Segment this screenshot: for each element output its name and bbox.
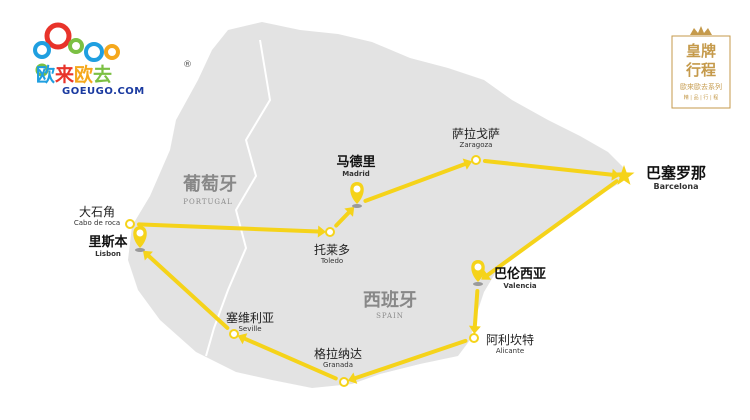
route-line: [136, 158, 621, 384]
route-segment: [242, 336, 338, 381]
route-segment: [482, 158, 615, 177]
map-pin-icon: [471, 260, 485, 282]
city-label-toledo: 托莱多 Toledo: [313, 243, 351, 265]
city-marker-madrid[interactable]: [350, 182, 364, 208]
route-arrow-head-icon: [462, 158, 473, 170]
dot-marker-icon: [471, 155, 481, 165]
badge-subtitle: 精 | 品 | 行 | 程: [683, 95, 719, 101]
city-marker-valencia[interactable]: [471, 260, 485, 286]
city-label-valencia: 巴伦西亚 Valencia: [493, 267, 547, 290]
map-pin-icon: [350, 182, 364, 204]
route-arrow-head-icon: [344, 206, 355, 217]
city-marker-granada[interactable]: [339, 377, 349, 387]
country-label-portugal: 葡萄牙: [183, 174, 237, 195]
route-segment: [485, 179, 619, 277]
crown-icon: [671, 26, 731, 109]
badge-series: 歐來歐去系列: [680, 83, 722, 91]
country-label-portugal-en: PORTUGAL: [183, 198, 233, 206]
route-arrow-head-icon: [347, 372, 358, 384]
route-segment: [363, 162, 467, 203]
logo-char-3: 欧: [74, 64, 94, 86]
pin-hole: [136, 229, 144, 237]
route-arrow-head-icon: [611, 168, 621, 181]
dot-marker-icon: [469, 333, 479, 343]
pin-shadow: [352, 204, 362, 208]
city-markers: [125, 155, 635, 387]
route-arrow-head-icon: [237, 333, 248, 345]
city-marker-zaragoza[interactable]: [471, 155, 481, 165]
route-segment: [136, 222, 321, 234]
city-label-alicante: 阿利坎特 Alicante: [485, 333, 535, 355]
city-label-zaragoza: 萨拉戈萨 Zaragoza: [451, 127, 501, 149]
route-arrow-head-icon: [142, 250, 153, 261]
dot-marker-icon: [229, 329, 239, 339]
route-segment: [334, 210, 351, 228]
route-arrow-head-icon: [468, 325, 481, 335]
city-marker-toledo[interactable]: [325, 227, 335, 237]
city-label-granada: 格拉纳达 Granada: [313, 347, 363, 369]
portugal-spain-border: [205, 39, 272, 357]
star-marker-icon: [613, 165, 635, 185]
city-label-seville: 塞维利亚 Seville: [225, 311, 275, 333]
logo-brand-name: 欧来欧去: [36, 60, 112, 87]
logo-char-4: 去: [93, 64, 113, 86]
logo-rings-icon: [33, 22, 120, 77]
city-marker-barcelona[interactable]: [613, 165, 635, 185]
city-marker-seville[interactable]: [229, 329, 239, 339]
route-segment: [472, 288, 480, 329]
dot-marker-icon: [125, 219, 135, 229]
badge-title-line1: 皇牌: [685, 42, 716, 60]
premium-itinerary-badge: 皇牌 行程 歐來歐去系列 精 | 品 | 行 | 程: [668, 26, 734, 110]
route-segment: [146, 254, 230, 330]
country-label-spain-en: SPAIN: [376, 312, 404, 320]
dot-marker-icon: [325, 227, 335, 237]
pin-shadow: [135, 248, 145, 252]
route-segment: [353, 338, 468, 381]
dot-marker-icon: [339, 377, 349, 387]
city-marker-cabo-da-roca[interactable]: [125, 219, 135, 229]
pin-hole: [474, 263, 482, 271]
logo-char-1: 欧: [36, 64, 56, 86]
logo-char-2: 来: [55, 64, 75, 86]
map-pin-icon: [133, 226, 147, 248]
brand-logo: [28, 22, 198, 112]
logo-domain: GOEUGO.COM: [62, 86, 145, 97]
city-label-barcelona: 巴塞罗那 Barcelona: [645, 164, 707, 191]
city-marker-lisbon[interactable]: [133, 226, 147, 252]
route-arrow-head-icon: [317, 225, 327, 238]
pin-shadow: [473, 282, 483, 286]
pin-hole: [353, 185, 361, 193]
city-marker-alicante[interactable]: [469, 333, 479, 343]
country-label-spain: 西班牙: [363, 290, 417, 311]
iberia-landmass: [128, 22, 624, 388]
city-label-lisbon: 里斯本 Lisbon: [88, 235, 128, 258]
logo-registered-mark: ®: [183, 60, 192, 70]
city-label-cabo-da-roca: 大石角 Cabo de roca: [73, 205, 121, 227]
city-label-madrid: 马德里 Madrid: [336, 155, 376, 178]
badge-title-line2: 行程: [685, 61, 716, 79]
